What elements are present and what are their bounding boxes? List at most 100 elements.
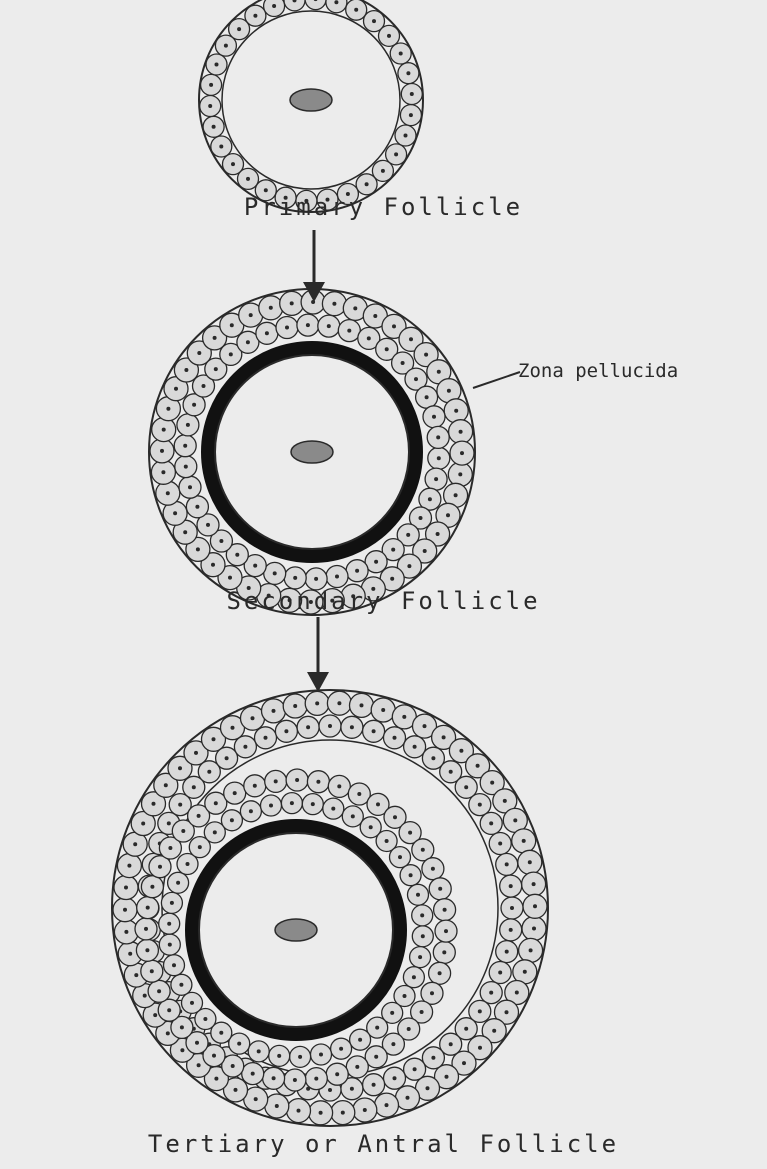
granulosa-cell [264,0,285,17]
granulosa-cell-nucleus [436,532,440,536]
granulosa-cell-nucleus [219,145,223,149]
granulosa-cell-nucleus [460,451,464,455]
granulosa-cell-nucleus [293,576,297,580]
cumulus-cell-nucleus [314,1077,318,1081]
granulosa-cell-nucleus [209,83,213,87]
granulosa-cell-nucleus [509,884,513,888]
granulosa-cell-nucleus [406,533,410,537]
granulosa-cell-nucleus [188,485,192,489]
cumulus-cell-nucleus [351,814,355,818]
cumulus-cell-nucleus [146,906,150,910]
granulosa-cell-nucleus [328,724,332,728]
granulosa-cell-nucleus [208,104,212,108]
granulosa-cell-nucleus [509,928,513,932]
cumulus-cell-nucleus [421,934,425,938]
cumulus-cell-nucleus [233,791,237,795]
cumulus-cell-nucleus [385,839,389,843]
granulosa-cell-nucleus [166,407,170,411]
granulosa-cell-nucleus [406,71,410,75]
granulosa-cell-nucleus [490,781,494,785]
granulosa-cell-nucleus [164,783,168,787]
granulosa-cell-nucleus [178,766,182,770]
granulosa-cell-nucleus [315,701,319,705]
granulosa-cell-nucleus [459,430,463,434]
granulosa-cell-nucleus [533,904,537,908]
cumulus-cell-nucleus [237,1042,241,1046]
granulosa-cell-nucleus [464,785,468,789]
granulosa-cell-nucleus [206,523,210,527]
granulosa-cell-nucleus [275,1104,279,1108]
granulosa-cell-nucleus [228,576,232,580]
cumulus-cell-nucleus [180,1025,184,1029]
cumulus-cell-nucleus [290,801,294,805]
cumulus-cell-nucleus [311,802,315,806]
cumulus-cell-nucleus [249,809,253,813]
granulosa-cell-nucleus [414,377,418,381]
cumulus-cell-nucleus [167,922,171,926]
cumulus-cell-nucleus [251,1072,255,1076]
granulosa-cell-nucleus [391,548,395,552]
granulosa-cell-nucleus [515,991,519,995]
cumulus-cell-nucleus [213,830,217,834]
granulosa-cell-nucleus [449,1042,453,1046]
primary-follicle-drawing [199,0,423,212]
granulosa-cell-nucleus [350,1087,354,1091]
granulosa-cell-nucleus [234,1088,238,1092]
cumulus-cell-nucleus [293,1078,297,1082]
granulosa-cell-nucleus [449,770,453,774]
granulosa-cell-nucleus [489,991,493,995]
cumulus-cell-nucleus [181,829,185,833]
granulosa-cell-nucleus [437,456,441,460]
secondary-follicle-drawing [149,289,475,615]
cumulus-cell-nucleus [231,1064,235,1068]
granulosa-cell-nucleus [264,188,268,192]
cumulus-cell-nucleus [214,801,218,805]
granulosa-cell-nucleus [293,704,297,708]
granulosa-cell-nucleus [353,306,357,310]
granulosa-cell-nucleus [166,1031,170,1035]
granulosa-cell-nucleus [394,152,398,156]
cumulus-cell-nucleus [438,971,442,975]
granulosa-cell-nucleus [213,336,217,340]
granulosa-cell-nucleus [445,1075,449,1079]
granulosa-cell-nucleus [243,745,247,749]
granulosa-cell-nucleus [173,511,177,515]
cumulus-cell-nucleus [438,887,442,891]
granulosa-cell-nucleus [183,444,187,448]
granulosa-cell-nucleus [332,302,336,306]
granulosa-cell-nucleus [423,549,427,553]
granulosa-cell-nucleus [219,539,223,543]
granulosa-cell-nucleus [498,842,502,846]
granulosa-cell-nucleus [424,353,428,357]
cumulus-cell-nucleus [391,1042,395,1046]
granulosa-cell-nucleus [334,0,338,4]
granulosa-cell-nucleus [372,729,376,733]
granulosa-cell-nucleus [374,560,378,564]
granulosa-cell-nucleus [215,63,219,67]
granulosa-cell-nucleus [166,491,170,495]
granulosa-cell-nucleus [367,336,371,340]
cumulus-cell-nucleus [357,792,361,796]
granulosa-cell-nucleus [347,329,351,333]
oocyte-nucleus [275,919,317,941]
granulosa-cell-nucleus [459,749,463,753]
cumulus-cell-nucleus [375,1026,379,1030]
granulosa-cell-nucleus [272,709,276,713]
cumulus-cell-nucleus [272,1076,276,1080]
granulosa-cell-nucleus [127,864,131,868]
granulosa-cell-nucleus [284,729,288,733]
cumulus-cell-nucleus [145,948,149,952]
granulosa-cell-nucleus [174,387,178,391]
granulosa-cell-nucleus [354,8,358,12]
granulosa-cell-nucleus [385,1103,389,1107]
granulosa-cell-nucleus [265,331,269,335]
granulosa-cell-nucleus [503,799,507,803]
granulosa-cell-nucleus [432,415,436,419]
granulosa-cell-nucleus [184,368,188,372]
granulosa-cell-nucleus [436,435,440,439]
cumulus-cell-nucleus [331,807,335,811]
granulosa-cell-nucleus [431,1056,435,1060]
granulosa-cell-nucleus [442,735,446,739]
granulosa-cell-nucleus [229,352,233,356]
